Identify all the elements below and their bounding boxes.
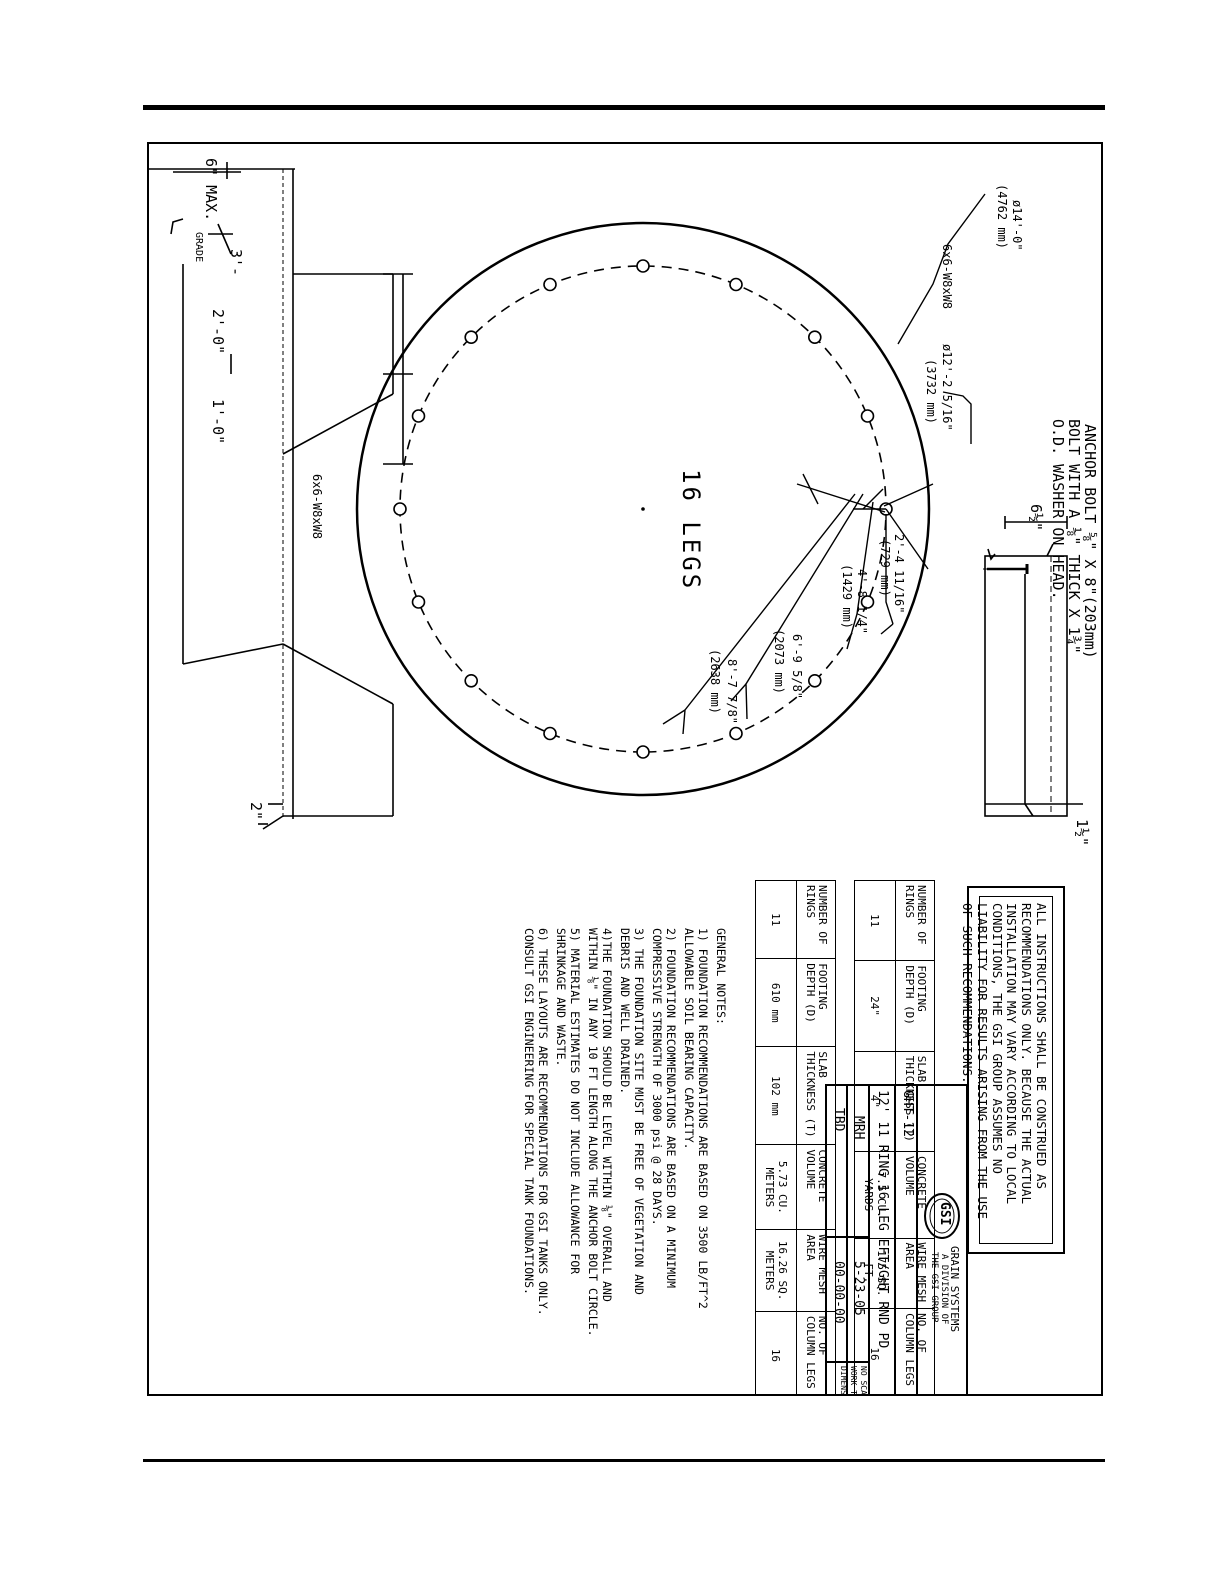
company-name: GRAIN SYSTEMS bbox=[948, 1246, 961, 1333]
gsi-logo bbox=[924, 1193, 960, 1239]
column-leg-marker bbox=[411, 595, 426, 609]
anchor-bolt-line3: O.D. WASHER ON HEAD. bbox=[1049, 419, 1067, 600]
td-slab: 102 mm bbox=[755, 1046, 797, 1145]
inner-dia-label: ø12'-2 5/16" bbox=[940, 344, 954, 431]
section-max-label: 6" MAX. bbox=[202, 158, 220, 222]
anchor-bolt-dim-top: 6½" bbox=[1027, 504, 1045, 532]
plan-title: 16 LEGS bbox=[677, 469, 705, 592]
drawing-number: GHT-12 bbox=[900, 1090, 915, 1137]
outer-dia-mm-label: (4762 mm) bbox=[995, 184, 1009, 250]
radial-dim-3: 6'-9 5/8" bbox=[790, 634, 804, 700]
section-dim-1ft: 1'-0" bbox=[209, 399, 227, 445]
order-number: TBD bbox=[831, 1108, 846, 1132]
radial-dim-2: 4'-8 1/4" bbox=[855, 569, 869, 635]
th-depth: FOOTING DEPTH (D) bbox=[895, 960, 935, 1052]
column-leg-marker bbox=[636, 745, 650, 759]
header-rule bbox=[143, 105, 1105, 110]
column-leg-marker bbox=[543, 277, 557, 292]
td-rings: 11 bbox=[755, 880, 797, 959]
scale-2: WORK TO bbox=[849, 1366, 858, 1396]
th-rings: NUMBER OF RINGS bbox=[895, 880, 935, 961]
drawing-description: 12' 11 RING 16 LEG EFT/GHT RND PD bbox=[875, 1090, 890, 1349]
outer-dia-label: ø14'-0" bbox=[1010, 200, 1024, 251]
anchor-bolt-line1: ANCHOR BOLT ⅝" X 8"(203mm) bbox=[1081, 424, 1099, 659]
radial-dim-3-mm: (2073 mm) bbox=[772, 629, 786, 695]
general-notes: GENERAL NOTES: 1) FOUNDATION RECOMMENDAT… bbox=[518, 928, 728, 1338]
td-depth: 610 mm bbox=[755, 958, 797, 1047]
anchor-bolt-dim-side: 1½" bbox=[1073, 819, 1091, 847]
slab-outer-circle bbox=[355, 221, 931, 797]
gsi-logo-text: GSI bbox=[937, 1202, 952, 1226]
anchor-bolt-line2: BOLT WITH A ⅛" THICK X 1¾" bbox=[1065, 419, 1083, 654]
radial-dimensions bbox=[662, 473, 934, 735]
td-legs: 16 bbox=[755, 1311, 797, 1394]
section-grade-label: GRADE bbox=[193, 232, 204, 263]
column-leg-marker bbox=[636, 259, 650, 273]
spec-table-metric: NUMBER OF RINGS FOOTING DEPTH (D) SLAB T… bbox=[755, 880, 836, 1394]
section-mesh-label: 6x6-W8xW8 bbox=[310, 474, 324, 540]
footer-rule bbox=[143, 1459, 1105, 1462]
drawing-sheet: 16 LEGS ø14'-0" (4762 mm) 6x6-W8xW8 ø12'… bbox=[147, 142, 1103, 1396]
th-rings: NUMBER OF RINGS bbox=[796, 880, 836, 959]
column-leg-marker bbox=[729, 726, 743, 741]
table-row: 11 610 mm 102 mm 5.73 CU. METERS 16.26 S… bbox=[755, 880, 797, 1394]
disclaimer-box: ALL INSTRUCTIONS SHALL BE CONSTRUED AS R… bbox=[960, 886, 1065, 1254]
radial-dim-1: 2'-4 11/16" bbox=[892, 534, 906, 614]
company-sub1: A DIVISION OF bbox=[939, 1254, 949, 1325]
section-dim-3: 3'- bbox=[227, 249, 245, 277]
radial-dim-2-mm: (1429 mm) bbox=[840, 564, 854, 630]
general-notes-title: GENERAL NOTES: bbox=[714, 928, 728, 1025]
title-block: GSI GRAIN SYSTEMS A DIVISION OF THE GSI … bbox=[825, 1084, 968, 1396]
inner-dia-leader bbox=[942, 391, 972, 444]
outer-dia-leader bbox=[897, 193, 986, 345]
company-sub2: THE GSI GROUP bbox=[929, 1252, 939, 1323]
column-leg-marker bbox=[464, 673, 479, 688]
radial-dim-4-mm: (2638 mm) bbox=[708, 649, 722, 715]
column-leg-marker bbox=[860, 409, 875, 423]
inner-dia-mm-label: (3732 mm) bbox=[924, 359, 938, 425]
section-view bbox=[149, 162, 413, 830]
general-note-1: 1) FOUNDATION RECOMMENDATIONS ARE BASED … bbox=[681, 928, 710, 1309]
column-leg-marker bbox=[464, 330, 479, 344]
column-leg-marker bbox=[543, 726, 557, 741]
drawn-by: MRH bbox=[851, 1116, 866, 1140]
general-note-6: 6) THESE LAYOUTS ARE RECOMMENDATIONS FOR… bbox=[521, 928, 550, 1316]
column-leg-marker bbox=[860, 595, 875, 609]
td-depth: 24" bbox=[854, 960, 896, 1052]
column-leg-marker bbox=[411, 409, 426, 423]
column-leg-marker bbox=[807, 673, 822, 688]
column-leg-marker bbox=[807, 330, 822, 344]
general-note-2: 2) FOUNDATION RECOMMENDATIONS ARE BASED … bbox=[649, 928, 678, 1289]
general-note-5: 5) MATERIAL ESTIMATES DO NOT INCLUDE ALL… bbox=[553, 928, 582, 1275]
td-rings: 11 bbox=[854, 880, 896, 961]
revision-number: 00-00-00 bbox=[831, 1261, 846, 1324]
radial-dim-4: 8'-7 7/8" bbox=[725, 659, 739, 725]
td-mesh: 16.26 SQ. METERS bbox=[755, 1229, 797, 1312]
center-mark bbox=[641, 507, 645, 511]
plan-mesh-label: 6x6-W8xW8 bbox=[940, 244, 954, 310]
section-dim-2ft: 2'-0" bbox=[209, 309, 227, 355]
th-depth: FOOTING DEPTH (D) bbox=[796, 958, 836, 1047]
disclaimer-text: ALL INSTRUCTIONS SHALL BE CONSTRUED AS R… bbox=[960, 896, 1053, 1244]
column-leg-marker bbox=[729, 277, 743, 292]
scale-1: NO SCALE bbox=[859, 1366, 868, 1396]
general-note-4: 4)THE FOUNDATION SHOULD BE LEVEL WITHIN … bbox=[585, 928, 614, 1337]
column-leg-marker bbox=[393, 502, 407, 516]
rotated-drawing: 16 LEGS ø14'-0" (4762 mm) 6x6-W8xW8 ø12'… bbox=[149, 144, 1101, 1396]
drawing-date: 5-23-05 bbox=[851, 1261, 866, 1316]
anchor-bolt-detail bbox=[983, 516, 1083, 817]
drawing-linework bbox=[149, 162, 1083, 830]
section-dim-2in: 2" bbox=[247, 802, 265, 821]
scale-3: DIMENSIONS bbox=[839, 1366, 848, 1396]
general-note-3: 3) THE FOUNDATION SITE MUST BE FREE OF V… bbox=[617, 928, 646, 1295]
td-volume: 5.73 CU. METERS bbox=[755, 1144, 797, 1230]
radial-dim-1-mm: (729 mm) bbox=[878, 539, 892, 597]
